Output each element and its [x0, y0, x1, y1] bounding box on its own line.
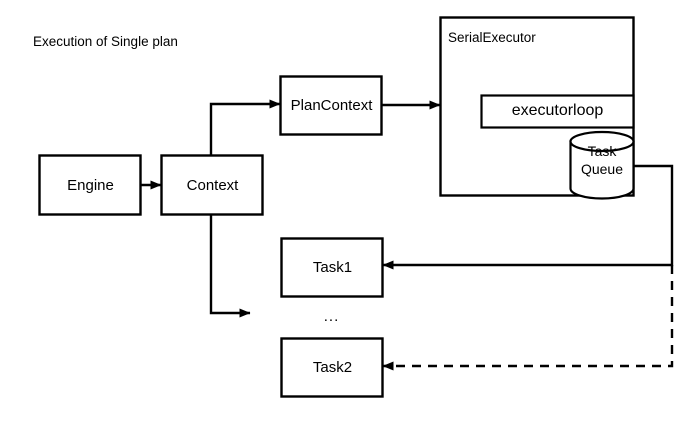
- task-queue-label-line2: Queue: [580, 161, 624, 178]
- task1-box[interactable]: [280, 237, 384, 298]
- edge-taskqueue-to-task2: [382, 265, 674, 371]
- executorloop-box[interactable]: [480, 94, 635, 129]
- plan-context-box[interactable]: [279, 75, 383, 136]
- engine-box[interactable]: [38, 154, 142, 216]
- task-queue-cylinder[interactable]: [569, 130, 635, 200]
- edge-context-to-tasks: [209, 215, 251, 318]
- context-box[interactable]: [160, 154, 264, 216]
- task2-box[interactable]: [280, 337, 384, 398]
- edge-taskqueue-to-task1: [382, 164, 674, 270]
- serial-executor-label: SerialExecutor: [448, 30, 536, 45]
- task-queue-label-line1: Task: [587, 143, 617, 159]
- task-queue-label: Task Queue: [570, 142, 634, 178]
- tasks-ellipsis-label: ...: [323, 308, 340, 325]
- diagram-title: Execution of Single plan: [33, 34, 178, 49]
- edge-context-to-plancontext: [209, 99, 281, 155]
